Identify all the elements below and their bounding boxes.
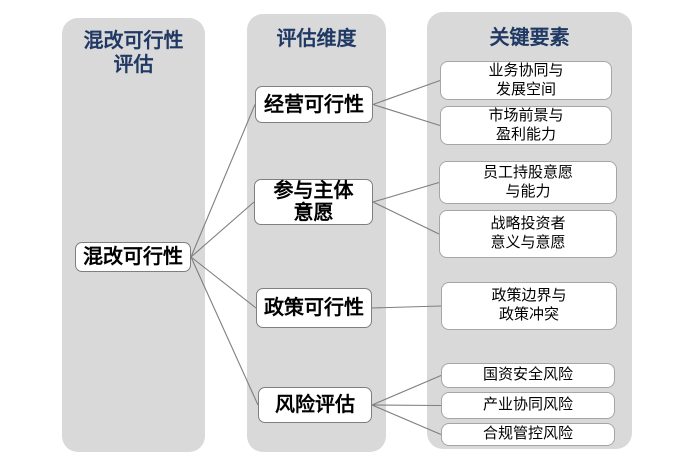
factor-policy-boundary: 政策边界与 政策冲突 bbox=[441, 282, 617, 330]
node-dim-operational-feasibility: 经营可行性 bbox=[255, 86, 373, 123]
factor-market-prospects: 市场前景与 盈利能力 bbox=[440, 106, 612, 145]
factor-state-asset-safety-risk: 国资安全风险 bbox=[441, 363, 615, 388]
node-dim-risk-assessment: 风险评估 bbox=[258, 387, 372, 423]
column-header-factors: 关键要素 bbox=[489, 27, 570, 49]
factor-strategic-investor: 战略投资者 意义与意愿 bbox=[439, 210, 617, 258]
factor-employee-shareholding: 员工持股意愿 与能力 bbox=[439, 161, 617, 204]
factor-business-synergy: 业务协同与 发展空间 bbox=[440, 61, 612, 100]
node-dim-policy-feasibility: 政策可行性 bbox=[256, 288, 372, 328]
column-header-assessment: 混改可行性 评估 bbox=[83, 30, 184, 76]
factor-industry-synergy-risk: 产业协同风险 bbox=[441, 392, 615, 419]
panel-assessment-column: 混改可行性 评估 bbox=[62, 18, 205, 452]
column-header-dimensions: 评估维度 bbox=[276, 28, 357, 50]
node-root-feasibility: 混改可行性 bbox=[75, 242, 191, 272]
factor-compliance-control-risk: 合规管控风险 bbox=[441, 423, 615, 446]
node-dim-participant-willingness: 参与主体 意愿 bbox=[254, 179, 373, 225]
